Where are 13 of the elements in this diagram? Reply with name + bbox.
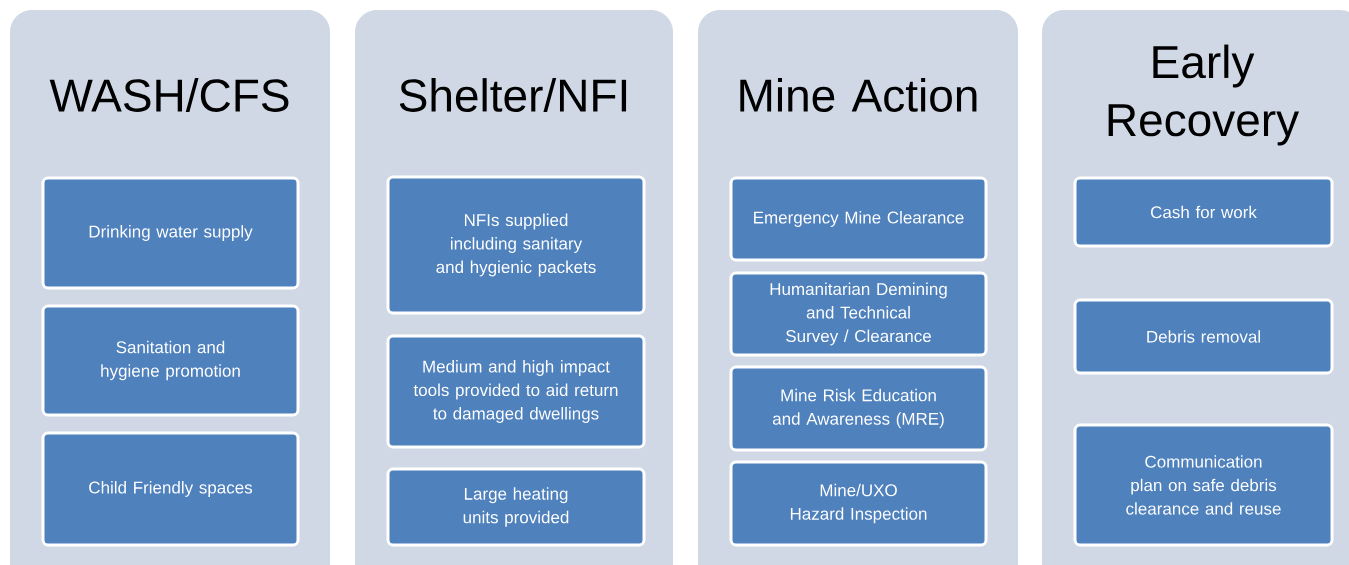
item-box: Communication plan on safe debris clearance and reuse	[1073, 423, 1334, 547]
item-box: Sanitation and hygiene promotion	[41, 304, 300, 417]
item-box: Medium and high impact tools provided to aid return to damaged dwellings	[386, 334, 646, 449]
item-box: Emergency Mine Clearance	[729, 176, 988, 262]
item-box: Debris removal	[1073, 298, 1334, 375]
item-box: Mine Risk Education and Awareness (MRE)	[729, 365, 988, 452]
item-box: Drinking water supply	[41, 176, 300, 290]
item-box: Large heating units provided	[386, 467, 646, 547]
item-box: NFIs supplied including sanitary and hygienic packets	[386, 175, 646, 315]
item-box: Child Friendly spaces	[41, 431, 300, 547]
item-box: Mine/UXO Hazard Inspection	[729, 460, 988, 547]
item-box: Cash for work	[1073, 176, 1334, 248]
item-box: Humanitarian Demining and Technical Survey / Clearance	[729, 271, 988, 357]
